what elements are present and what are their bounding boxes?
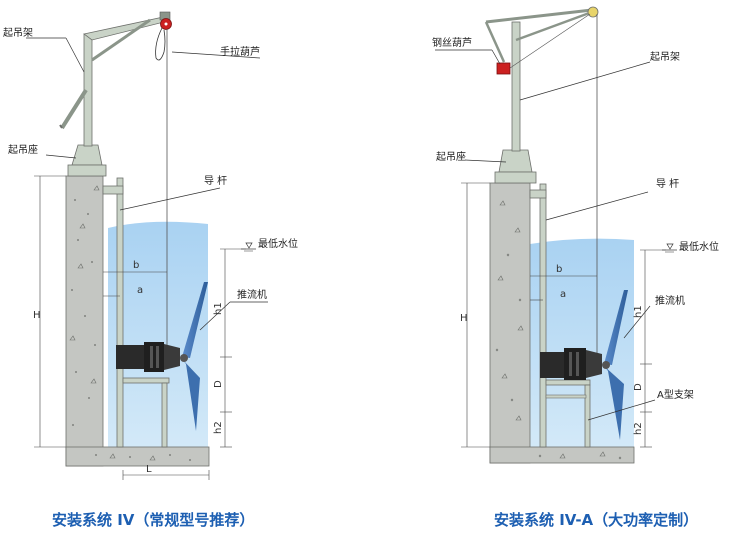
guide-rod xyxy=(539,183,547,448)
dim-H: H xyxy=(460,313,468,324)
crane-handle xyxy=(60,88,88,130)
crane-base xyxy=(71,144,103,166)
label-bracket: A型支架 xyxy=(657,388,694,401)
caption-system-iv-a: 安装系统 IV-A（大功率定制） xyxy=(494,511,698,529)
propeller-blade xyxy=(182,282,208,358)
dim-h2: h2 xyxy=(633,422,644,435)
crane-brace xyxy=(91,18,151,62)
water-body xyxy=(108,221,208,447)
mixer-unit xyxy=(116,282,208,431)
label-crane-frame: 起吊架 xyxy=(3,27,33,39)
dim-h1: h1 xyxy=(633,305,644,318)
label-min-water: 最低水位 xyxy=(679,240,719,253)
dim-h1: h1 xyxy=(213,302,224,315)
label-wire-hoist: 钢丝葫芦 xyxy=(432,36,472,49)
wire-hoist xyxy=(496,62,511,75)
crane-base-plate xyxy=(494,171,537,184)
dim-b: b xyxy=(556,264,562,275)
label-guide-rod: 导 杆 xyxy=(204,175,227,187)
system-iv: 起吊架 手拉葫芦 起吊座 导 杆 最低水位 推流机 H b a h1 D h2 … xyxy=(3,11,298,529)
label-crane-base: 起吊座 xyxy=(436,150,466,163)
crane-base xyxy=(498,149,533,173)
dimension-lines xyxy=(461,182,666,448)
label-guide-rod: 导 杆 xyxy=(656,178,679,190)
propeller-blade xyxy=(604,290,628,365)
tank-wall xyxy=(489,182,531,464)
crane-mast xyxy=(511,21,521,152)
min-water-marker xyxy=(241,242,256,252)
mixer-unit xyxy=(540,290,628,440)
tank-floor xyxy=(65,446,210,467)
min-water-marker xyxy=(662,243,677,253)
caption-system-iv: 安装系统 IV（常规型号推荐） xyxy=(52,511,254,529)
label-min-water: 最低水位 xyxy=(258,237,298,250)
dim-L: L xyxy=(146,464,152,475)
dim-H: H xyxy=(33,310,41,321)
dim-D: D xyxy=(633,383,644,391)
dim-D: D xyxy=(213,380,224,388)
concrete-texture xyxy=(495,200,622,460)
label-mixer: 推流机 xyxy=(655,294,685,307)
concrete-texture xyxy=(69,185,191,461)
label-crane-frame: 起吊架 xyxy=(650,51,680,63)
crane-base-plate xyxy=(67,164,107,177)
hand-hoist xyxy=(155,11,172,61)
label-mixer: 推流机 xyxy=(237,288,267,301)
tank-wall xyxy=(65,175,104,467)
dimension-lines xyxy=(34,175,246,480)
pulley xyxy=(587,6,599,18)
crane-jib xyxy=(485,8,593,24)
dim-b: b xyxy=(133,260,139,271)
support-bracket xyxy=(122,377,170,384)
label-crane-base: 起吊座 xyxy=(8,143,38,156)
dim-a: a xyxy=(560,289,566,300)
guide-rod xyxy=(116,177,124,448)
dim-a: a xyxy=(137,285,143,296)
dim-h2: h2 xyxy=(213,421,224,434)
system-iv-a: 钢丝葫芦 起吊架 起吊座 导 杆 最低水位 推流机 A型支架 H b a h1 … xyxy=(432,6,719,529)
label-hand-hoist: 手拉葫芦 xyxy=(220,45,260,58)
